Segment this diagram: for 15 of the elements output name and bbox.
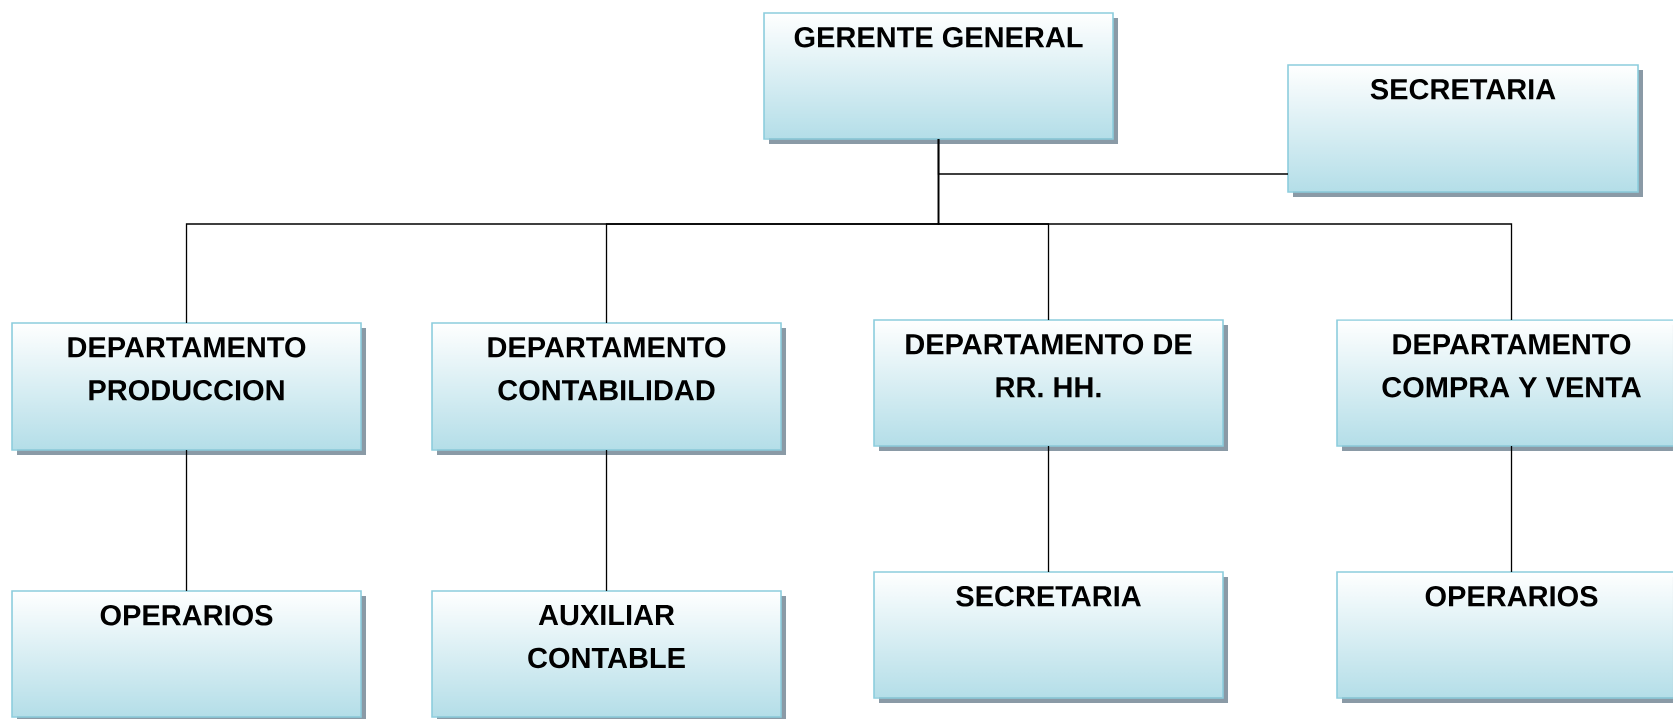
org-box: GERENTE GENERAL xyxy=(763,12,1118,144)
connector-line xyxy=(1510,445,1513,573)
org-box: DEPARTAMENTO DE RR. HH. xyxy=(873,319,1228,451)
org-box: DEPARTAMENTO PRODUCCION xyxy=(11,322,366,455)
org-box: DEPARTAMENTO CONTABILIDAD xyxy=(431,322,786,455)
connector-line xyxy=(937,138,1513,321)
org-box: AUXILIAR CONTABLE xyxy=(431,590,786,719)
org-box: SECRETARIA xyxy=(1287,64,1643,197)
connector-line xyxy=(185,449,188,592)
org-box: SECRETARIA xyxy=(873,571,1228,703)
org-box: OPERARIOS xyxy=(1336,571,1673,703)
connector-line xyxy=(605,449,608,592)
connector-line xyxy=(1047,445,1050,573)
org-box: DEPARTAMENTO COMPRA Y VENTA xyxy=(1336,319,1673,451)
org-box: OPERARIOS xyxy=(11,590,366,719)
